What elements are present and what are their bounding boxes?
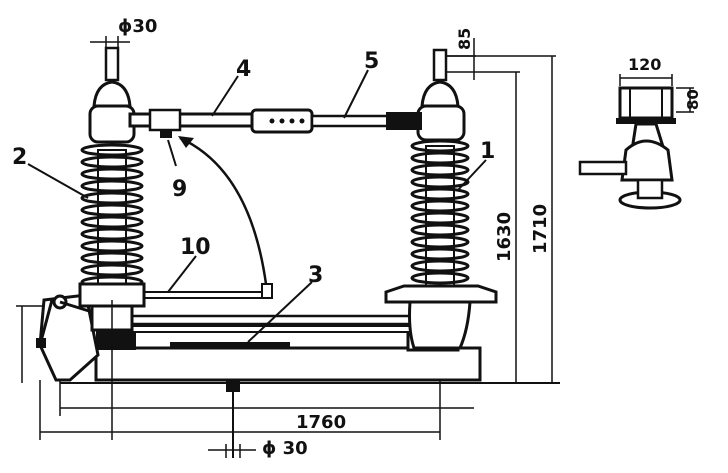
dimension-lines [16,36,556,458]
base-frame [60,328,560,458]
callout-4: 4 [236,57,251,82]
dim-shaft-diameter: ϕ 30 [262,438,308,459]
right-insulator [384,48,498,350]
insulator-shed [410,151,470,165]
detail-view [578,74,694,210]
insulator-shed [410,259,470,273]
insulator-shed [80,227,144,241]
insulator-shed [410,187,470,201]
arrow-head [178,136,194,148]
insulator-shed [80,191,144,205]
insulator-shed [80,215,144,229]
insulator-shed [80,179,144,193]
insulator-shed [80,239,144,253]
callout-1: 1 [480,139,495,164]
dim-pin-diameter: ϕ30 [118,16,157,37]
insulator-shed [80,263,144,277]
insulator-shed [410,271,470,285]
insulator-shed [410,235,470,249]
insulator-shed [410,223,470,237]
dim-terminal-height: 85 [455,28,474,50]
earthing-switch-blade [131,283,273,299]
insulator-shed [410,175,470,189]
insulator-shed [80,155,144,169]
dim-detail-height: 80 [684,89,702,110]
insulator-shed [410,163,470,177]
insulator-shed [80,203,144,217]
callout-10: 10 [180,235,211,260]
dim-base-width: 1760 [296,412,346,433]
contact-blade [128,108,422,138]
insulator-shed [410,199,470,213]
insulator-shed [80,167,144,181]
callout-5: 5 [364,49,379,74]
callout-leaders [27,69,487,343]
dim-total-height: 1710 [530,204,551,254]
insulator-shed [410,247,470,261]
insulator-shed [80,251,144,265]
left-insulator [78,46,146,332]
dim-detail-width: 120 [628,55,661,74]
operating-mechanism [36,293,119,382]
callout-3: 3 [308,263,323,288]
callout-9: 9 [172,177,187,202]
insulator-shed [410,211,470,225]
dim-insulator-height: 1630 [494,212,515,262]
callout-2: 2 [12,145,27,170]
swing-arrow [179,136,268,285]
